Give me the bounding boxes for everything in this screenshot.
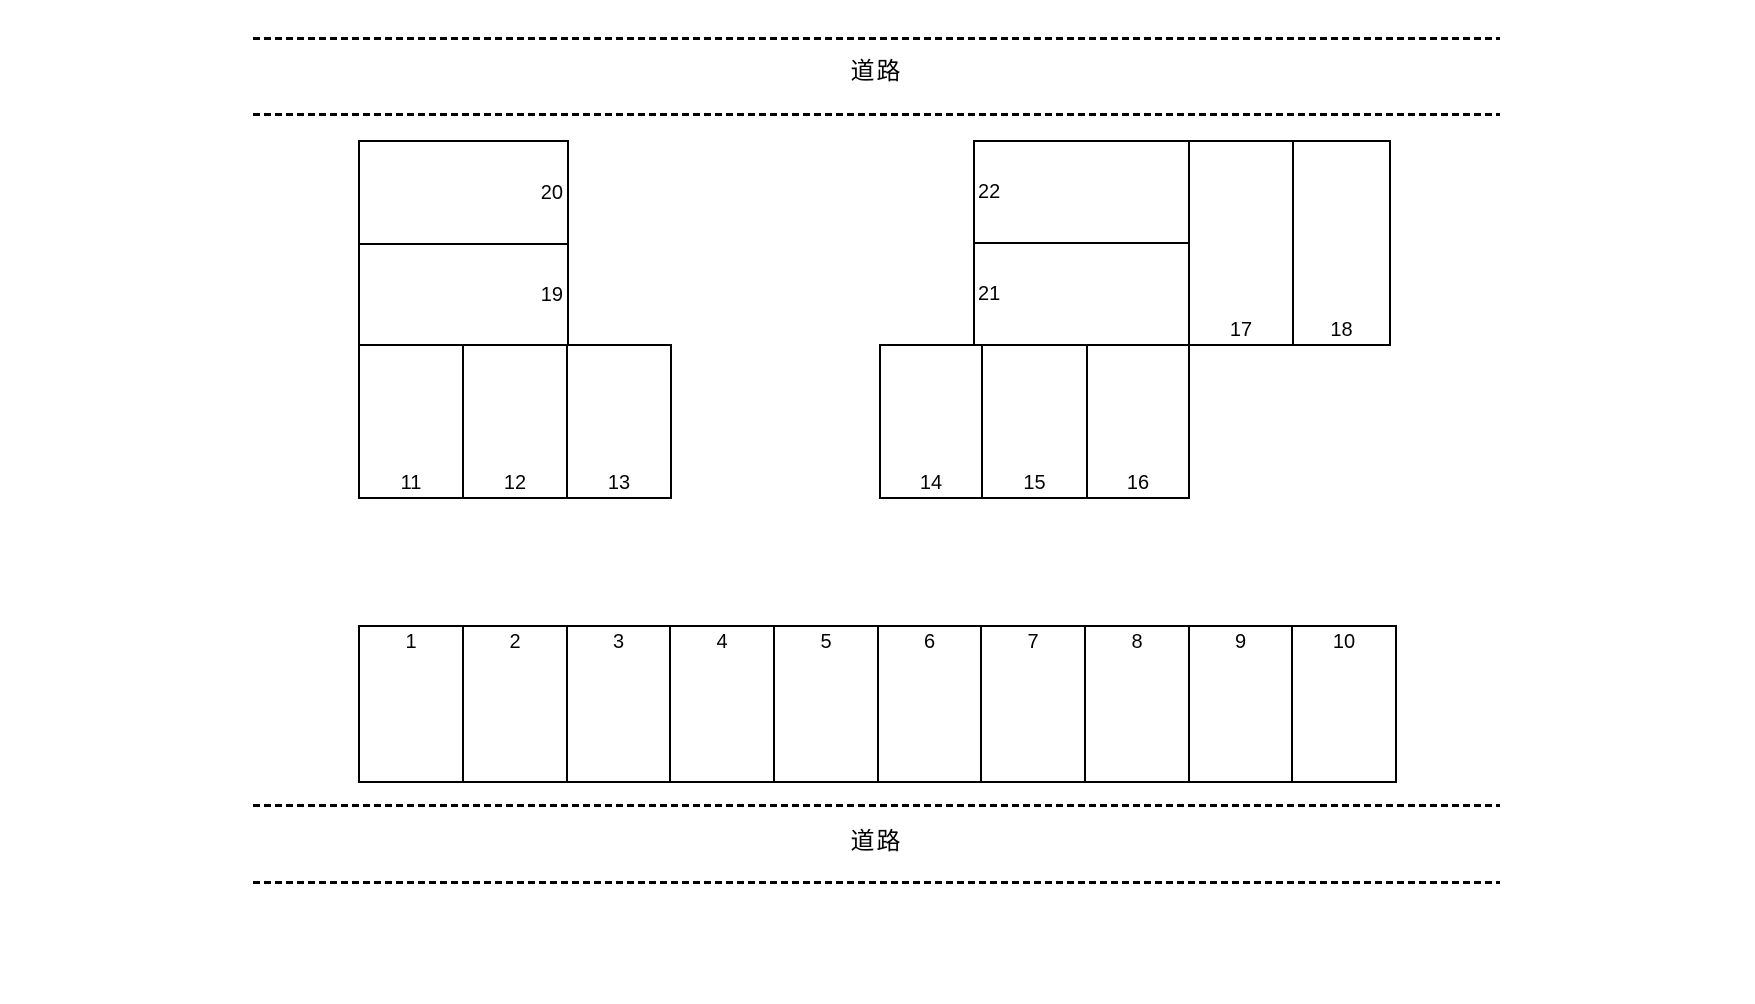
road-bottom-lower-dashed-line	[253, 881, 1500, 884]
road-bottom-upper-dashed-line	[253, 804, 1500, 807]
space-number: 12	[503, 472, 527, 494]
space-number: 14	[919, 472, 943, 494]
space-number: 21	[978, 283, 1001, 305]
space-number: 15	[1023, 472, 1046, 494]
road-top-upper-dashed-line	[253, 37, 1500, 40]
space-number: 4	[716, 631, 728, 653]
parking-space-17: 17	[1188, 140, 1294, 346]
parking-space-2: 2	[462, 625, 568, 783]
parking-space-19: 19	[358, 243, 569, 346]
space-number: 19	[540, 283, 563, 306]
space-number: 17	[1229, 319, 1253, 341]
parking-space-12: 12	[462, 344, 568, 499]
parking-space-7: 7	[980, 625, 1086, 783]
space-number: 10	[1332, 631, 1356, 653]
space-number: 18	[1330, 319, 1353, 341]
parking-space-4: 4	[669, 625, 775, 783]
space-number: 11	[400, 472, 422, 494]
parking-space-10: 10	[1291, 625, 1397, 783]
parking-space-9: 9	[1188, 625, 1293, 783]
parking-space-14: 14	[879, 344, 983, 499]
parking-space-16: 16	[1086, 344, 1190, 499]
space-number: 22	[978, 181, 1001, 203]
parking-space-8: 8	[1084, 625, 1190, 783]
road-label-top: 道路	[850, 58, 903, 85]
space-number: 5	[820, 631, 832, 653]
road-label-bottom: 道路	[850, 828, 903, 855]
space-number: 16	[1126, 472, 1150, 494]
space-number: 3	[612, 631, 625, 653]
space-number: 1	[405, 631, 417, 653]
parking-space-21: 21	[973, 242, 1190, 346]
space-number: 6	[923, 631, 936, 653]
parking-space-1: 1	[358, 625, 464, 783]
parking-space-18: 18	[1292, 140, 1391, 346]
parking-space-15: 15	[981, 344, 1088, 499]
road-top-lower-dashed-line	[253, 113, 1500, 116]
parking-space-22: 22	[973, 140, 1190, 244]
parking-space-6: 6	[877, 625, 982, 783]
space-number: 20	[540, 181, 563, 204]
space-number: 2	[509, 631, 521, 653]
parking-space-3: 3	[566, 625, 671, 783]
parking-space-13: 13	[566, 344, 672, 499]
space-number: 13	[607, 472, 631, 494]
parking-space-20: 20	[358, 140, 569, 245]
space-number: 9	[1234, 631, 1247, 653]
space-number: 8	[1131, 631, 1143, 653]
parking-space-5: 5	[773, 625, 879, 783]
parking-space-11: 11	[358, 344, 464, 499]
space-number: 7	[1027, 631, 1039, 653]
